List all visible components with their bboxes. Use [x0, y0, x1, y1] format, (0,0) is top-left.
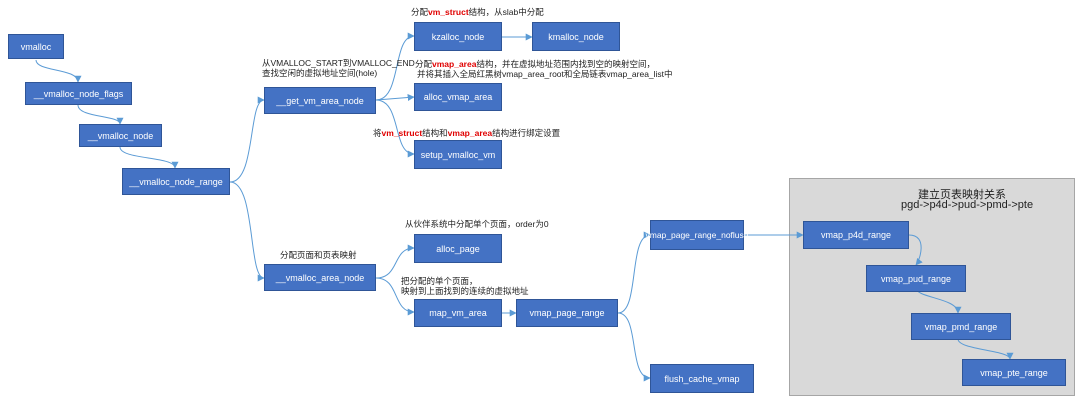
note-get-vm-area: 从VMALLOC_START到VMALLOC_END 查找空闲的虚拟地址空间(h…: [262, 58, 415, 78]
note-map-vm-area-line2: 映射到上面找到的连续的虚拟地址: [401, 286, 529, 296]
edge-vmappage-flush: [617, 312, 651, 382]
note-vmalloc-area: 分配页面和页表映射: [280, 250, 357, 260]
node-vmap-page-range: vmap_page_range: [516, 299, 618, 327]
node-alloc-vmap-area: alloc_vmap_area: [414, 83, 502, 111]
node-vmalloc: vmalloc: [8, 34, 64, 59]
node-vmalloc-node-flags: __vmalloc_node_flags: [25, 82, 132, 105]
note-setup: 将vm_struct结构和vmap_area结构进行绑定设置: [373, 128, 561, 138]
node-vmalloc-node-range: __vmalloc_node_range: [122, 168, 230, 195]
node-flush-cache-vmap: flush_cache_vmap: [650, 364, 754, 393]
page-table-region-title: 建立页表映射关系: [918, 189, 1006, 201]
node-kmalloc-node: kmalloc_node: [532, 22, 620, 51]
node-vmap-p4d-range: vmap_p4d_range: [803, 221, 909, 249]
edge-node-range: [119, 146, 179, 169]
note-alloc-vmap-line2: 并将其插入全局红黑树vmap_area_root和全局链表vmap_area_l…: [417, 69, 673, 79]
node-vmap-pud-range: vmap_pud_range: [866, 265, 966, 292]
node-get-vm-area-node: __get_vm_area_node: [264, 87, 376, 114]
page-table-region-subtitle: pgd->p4d->pud->pmd->pte: [901, 199, 1034, 211]
edge-range-areanode: [229, 181, 265, 282]
edge-vmappage-noflush: [617, 231, 651, 314]
note-map-vm-area: 把分配的单个页面， 映射到上面找到的连续的虚拟地址: [401, 276, 529, 296]
note-alloc-vmap: 分配vmap_area结构，并在虚拟地址范围内找到空的映射空间， 并将其插入全局…: [415, 59, 673, 79]
node-vmap-pmd-range: vmap_pmd_range: [911, 313, 1011, 340]
node-setup-vmalloc-vm: setup_vmalloc_vm: [414, 140, 502, 169]
node-vmalloc-node: __vmalloc_node: [79, 124, 162, 147]
edge-getvm-kzalloc: [375, 32, 415, 101]
node-vmalloc-area-node: __vmalloc_area_node: [264, 264, 376, 291]
note-map-vm-area-line1: 把分配的单个页面，: [401, 276, 478, 286]
edge-p4d-pud: [908, 234, 923, 266]
node-alloc-page: alloc_page: [414, 234, 502, 263]
node-kzalloc-node: kzalloc_node: [414, 22, 502, 51]
node-vmap-page-range-noflush: vmap_page_range_noflush: [645, 220, 749, 250]
edge-range-getvm: [229, 96, 265, 183]
note-alloc-page: 从伙伴系统中分配单个页面，order为0: [405, 219, 549, 229]
edge-pmd-pte: [957, 338, 1014, 360]
node-vmap-pte-range: vmap_pte_range: [962, 359, 1066, 386]
edge-areanode-mapvm: [375, 277, 415, 316]
note-get-vm-area-line2: 查找空闲的虚拟地址空间(hole): [262, 68, 378, 78]
edge-getvm-allocvmap: [375, 94, 415, 101]
edge-getvm-setup: [375, 99, 415, 158]
note-get-vm-area-line1: 从VMALLOC_START到VMALLOC_END: [262, 58, 415, 68]
node-map-vm-area: map_vm_area: [414, 299, 502, 327]
edge-flags-node: [77, 104, 124, 125]
edge-vmalloc-flags: [35, 59, 82, 83]
note-kzalloc: 分配vm_struct结构，从slab中分配: [411, 7, 544, 17]
edge-areanode-allocpage: [375, 244, 415, 279]
